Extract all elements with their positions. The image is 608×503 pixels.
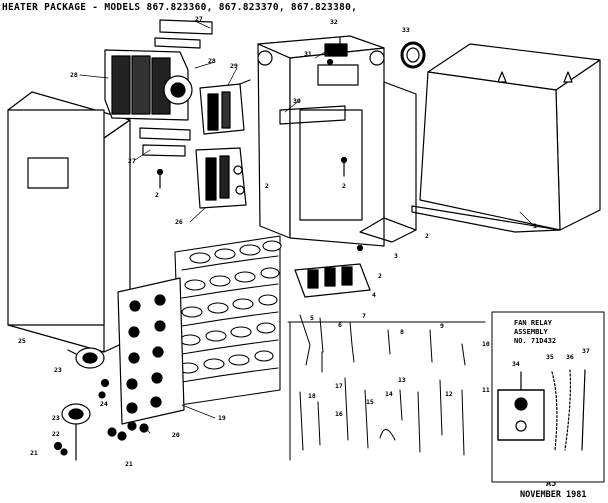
callout-2b: 2 bbox=[265, 182, 269, 190]
page-number: A5 bbox=[546, 479, 557, 489]
fastener-nuts bbox=[53, 378, 149, 456]
callout-32: 32 bbox=[330, 18, 338, 26]
wire-harness-set bbox=[287, 314, 486, 461]
fan-relay-title-line2: ASSEMBLY bbox=[514, 328, 549, 336]
callout-17: 17 bbox=[335, 382, 343, 390]
fan-relay-box-title: FAN RELAY ASSEMBLY NO. 71D432 bbox=[514, 319, 556, 345]
front-cover-panel bbox=[7, 91, 131, 353]
relay-26 bbox=[195, 147, 247, 209]
callout-23b: 23 bbox=[52, 414, 60, 422]
callout-37: 37 bbox=[582, 347, 590, 355]
callout-2d: 2 bbox=[425, 232, 429, 240]
callout-25: 25 bbox=[18, 337, 26, 345]
callout-18: 18 bbox=[308, 392, 316, 400]
callout-2c: 2 bbox=[342, 182, 346, 190]
callout-21a: 21 bbox=[30, 449, 38, 457]
callout-10: 10 bbox=[482, 340, 490, 348]
fan-relay-title-line3: NO. 71D432 bbox=[514, 337, 556, 345]
callout-13: 13 bbox=[398, 376, 406, 384]
revision-date: NOVEMBER 1981 bbox=[520, 490, 587, 500]
callout-2e: 2 bbox=[378, 272, 382, 280]
leader-lines bbox=[79, 20, 534, 434]
callout-11: 11 bbox=[482, 386, 490, 394]
callout-2a: 2 bbox=[155, 191, 159, 199]
callout-labels: 27 28 28 29 27 2 26 2 2 32 31 33 30 1 2 … bbox=[18, 15, 590, 468]
callout-20: 20 bbox=[172, 431, 180, 439]
callout-26: 26 bbox=[175, 218, 183, 226]
side-cover-panel bbox=[411, 43, 601, 233]
callout-9: 9 bbox=[440, 322, 444, 330]
callout-7: 7 bbox=[362, 312, 366, 320]
callout-3: 3 bbox=[394, 252, 398, 260]
callout-29: 29 bbox=[230, 62, 238, 70]
callout-16: 16 bbox=[335, 410, 343, 418]
callout-28: 28 bbox=[70, 71, 78, 79]
callout-22: 22 bbox=[52, 430, 60, 438]
callout-4: 4 bbox=[372, 291, 376, 299]
callout-33: 33 bbox=[402, 26, 410, 34]
fan-relay-box bbox=[491, 311, 605, 483]
screws bbox=[156, 58, 364, 252]
callout-12: 12 bbox=[445, 390, 453, 398]
callout-34: 34 bbox=[512, 360, 520, 368]
limit-switch-upper bbox=[67, 347, 105, 369]
callout-21b: 21 bbox=[125, 460, 133, 468]
relay-29 bbox=[199, 79, 251, 135]
callout-6: 6 bbox=[338, 321, 342, 329]
fan-relay-title-line1: FAN RELAY bbox=[514, 319, 553, 327]
callout-31: 31 bbox=[304, 50, 312, 58]
terminal-block bbox=[294, 263, 371, 298]
callout-27b: 27 bbox=[128, 157, 136, 165]
callout-19: 19 bbox=[218, 414, 226, 422]
cabinet-housing bbox=[257, 35, 385, 247]
callout-24: 24 bbox=[100, 400, 108, 408]
ring-33 bbox=[400, 41, 426, 69]
callout-28b: 28 bbox=[208, 57, 216, 65]
callout-1: 1 bbox=[533, 222, 537, 230]
callout-8: 8 bbox=[400, 328, 404, 336]
relay-assembly-top bbox=[104, 19, 213, 157]
callout-36: 36 bbox=[566, 353, 574, 361]
callout-30: 30 bbox=[293, 97, 301, 105]
element-mounting-plate bbox=[117, 277, 185, 425]
callout-5: 5 bbox=[310, 314, 314, 322]
callout-14: 14 bbox=[385, 390, 393, 398]
inner-frame bbox=[359, 81, 417, 243]
callout-27a: 27 bbox=[195, 15, 203, 23]
callout-23a: 23 bbox=[54, 366, 62, 374]
callout-35: 35 bbox=[546, 353, 554, 361]
callout-15: 15 bbox=[366, 398, 374, 406]
limit-switch-lower bbox=[61, 403, 91, 461]
diagram-title: HEATER PACKAGE - MODELS 867.823360, 867.… bbox=[2, 2, 358, 13]
heating-element-bank bbox=[174, 235, 282, 406]
